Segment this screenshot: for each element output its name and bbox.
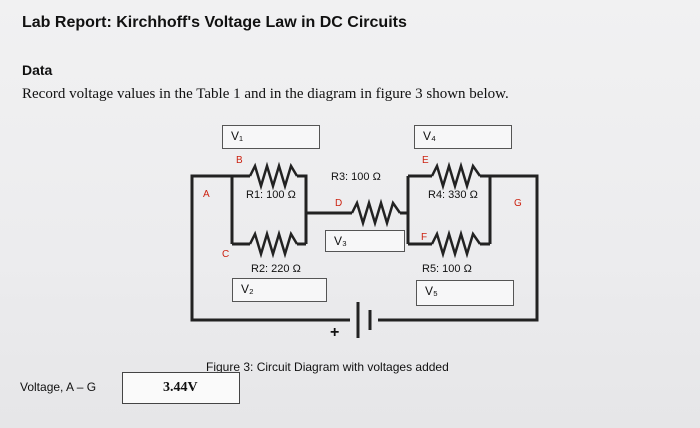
wire-left-branch <box>230 174 308 244</box>
instruction-text: Record voltage values in the Table 1 and… <box>22 86 509 102</box>
section-heading: Data <box>22 62 53 78</box>
voltage-label: Voltage, A – G <box>20 380 97 394</box>
v1-box[interactable]: V₁ <box>222 125 320 149</box>
resistor-r1 <box>248 161 299 191</box>
r4-label: R4: 330 Ω <box>428 189 478 201</box>
resistor-r5 <box>430 229 482 259</box>
resistor-r2 <box>248 229 299 259</box>
wire-right-branch <box>406 174 492 244</box>
voltage-value: 3.44V <box>163 380 198 395</box>
v3-box[interactable]: V₃ <box>325 230 405 252</box>
r1-label: R1: 100 Ω <box>246 189 296 201</box>
r5-label: R5: 100 Ω <box>422 263 472 275</box>
v4-box[interactable]: V₄ <box>414 125 512 149</box>
battery-plus-sign: + <box>330 324 340 341</box>
node-e: E <box>422 155 429 166</box>
node-d: D <box>335 198 343 209</box>
resistor-r3 <box>350 198 402 228</box>
wire-right <box>378 174 539 322</box>
voltage-value-box[interactable]: 3.44V <box>122 372 240 404</box>
v2-box[interactable]: V₂ <box>232 278 327 302</box>
r3-label: R3: 100 Ω <box>331 171 381 183</box>
page-title: Lab Report: Kirchhoff's Voltage Law in D… <box>22 14 407 31</box>
v5-box[interactable]: V₅ <box>416 280 514 306</box>
figure-caption: Figure 3: Circuit Diagram with voltages … <box>206 360 449 374</box>
wire-left <box>190 174 350 322</box>
node-a: A <box>203 189 210 200</box>
resistor-r4 <box>430 161 482 191</box>
node-f: F <box>421 232 428 243</box>
node-c: C <box>222 249 230 260</box>
node-b: B <box>236 155 243 166</box>
r2-label: R2: 220 Ω <box>251 263 301 275</box>
node-g: G <box>514 198 522 209</box>
